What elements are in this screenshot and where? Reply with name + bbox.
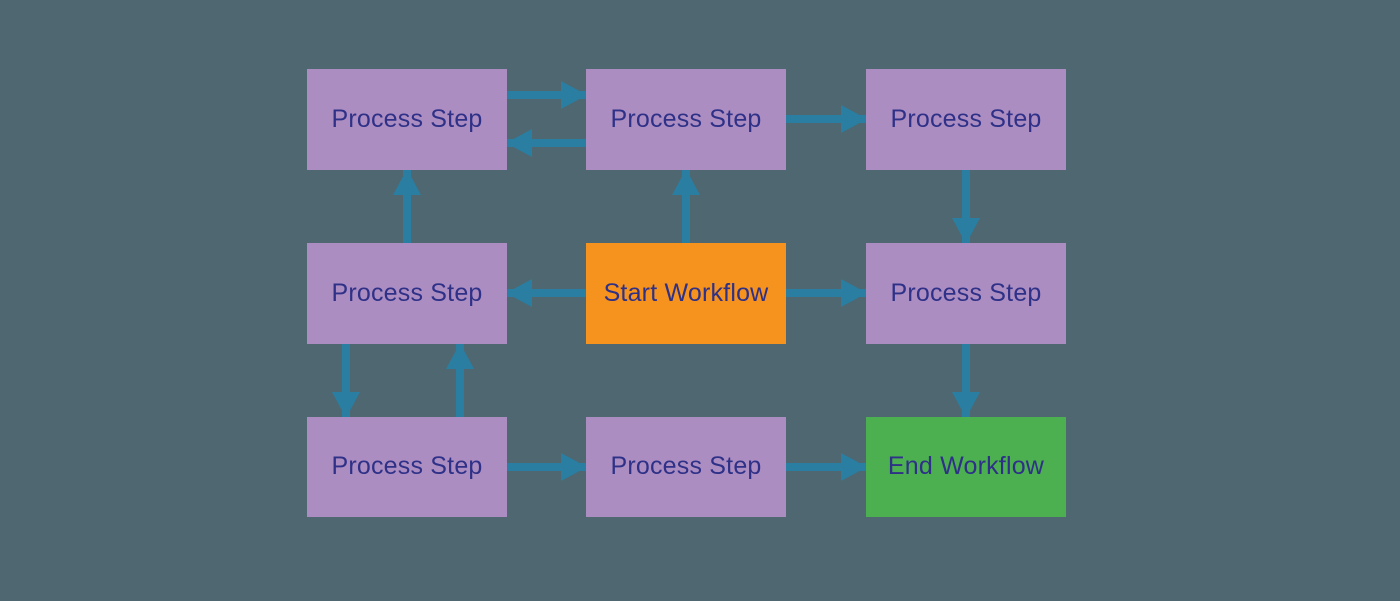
node-start-workflow: Start Workflow <box>586 243 786 344</box>
node-label: Process Step <box>610 452 762 481</box>
node-end-workflow: End Workflow <box>866 417 1066 517</box>
node-process-step-top-right: Process Step <box>866 69 1066 170</box>
node-process-step-mid-left: Process Step <box>307 243 507 344</box>
node-process-step-bottom-left: Process Step <box>307 417 507 517</box>
node-label: Process Step <box>331 452 483 481</box>
node-label: Process Step <box>890 104 1042 133</box>
node-label: Process Step <box>610 104 762 133</box>
node-process-step-mid-right: Process Step <box>866 243 1066 344</box>
node-process-step-top-center: Process Step <box>586 69 786 170</box>
node-label: Process Step <box>331 278 483 307</box>
node-process-step-bottom-center: Process Step <box>586 417 786 517</box>
node-process-step-top-left: Process Step <box>307 69 507 170</box>
node-label: End Workflow <box>887 452 1045 481</box>
node-label: Process Step <box>890 278 1042 307</box>
node-label: Start Workflow <box>603 278 769 307</box>
node-label: Process Step <box>331 104 483 133</box>
